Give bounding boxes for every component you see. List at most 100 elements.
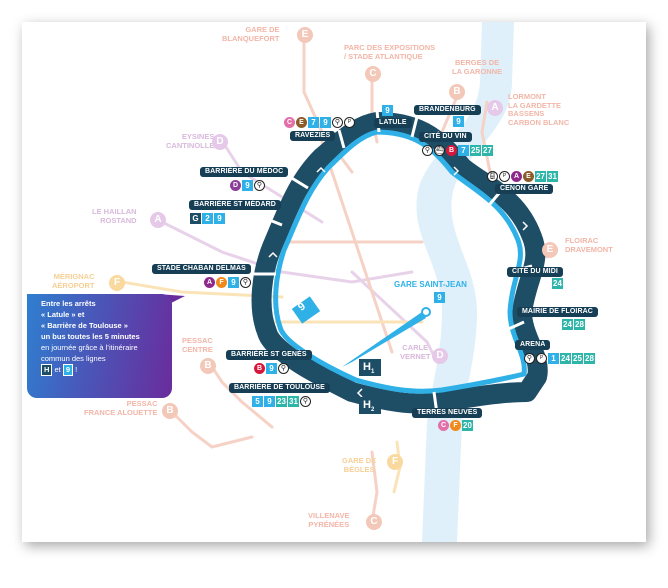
callout-line-2: « Latule » et (41, 310, 85, 319)
stop-latule[interactable]: LATULE (374, 118, 412, 128)
train-icon: 🚆︎ (487, 171, 498, 182)
terminus-gare-begles: GARE DE BÈGLES (342, 456, 377, 474)
bus-27-badge: 27 (482, 145, 493, 156)
stop-arena[interactable]: ARENA (515, 340, 551, 350)
info-callout: Entre les arrêts « Latule » et « Barrièr… (27, 294, 172, 398)
bus-25-badge: 25 (470, 145, 481, 156)
network-map: 9 H1 H2 GARE DE BLANQUEFORT E PARC DES E… (22, 22, 646, 542)
liane-5-badge: 5 (252, 396, 263, 407)
tram-c-south-terminus-icon: C (366, 514, 382, 530)
stop-barriere-st-genes[interactable]: BARRIÈRE ST GENÈS (226, 350, 312, 360)
tram-line-a-north (480, 100, 494, 184)
liane-9-badge: 9 (382, 105, 393, 116)
saint-jean-branch (342, 312, 426, 367)
bus-24-badge: 24 (560, 353, 571, 364)
tram-b-alouette-terminus-icon: B (162, 403, 178, 419)
tram-line-cross-2 (320, 140, 394, 354)
tram-d-terminus-icon: D (212, 134, 228, 150)
tram-f-south-terminus-icon: F (387, 454, 403, 470)
bike-icon: ⚲ (300, 396, 311, 407)
tram-g-badge: G (190, 213, 201, 224)
ring-outer-dark (251, 112, 548, 414)
stop-barriere-du-medoc[interactable]: BARRIÈRE DU MÉDOC (200, 167, 289, 177)
liane-9-badge: 9 (320, 117, 331, 128)
tram-a-badge: A (511, 171, 522, 182)
liane-9-badge: 9 (228, 277, 239, 288)
bus-24-badge: 24 (552, 278, 563, 289)
bike-icon: ⚲ (524, 353, 535, 364)
bike-icon: ⚲ (422, 145, 433, 156)
stop-cenon-gare[interactable]: CENON GARE (495, 184, 554, 194)
bus-31-badge: 31 (288, 396, 299, 407)
bus-31-badge: 31 (547, 171, 558, 182)
tram-line-a-west (160, 220, 414, 284)
liane-2-badge: 2 (202, 213, 213, 224)
tram-c-badge: C (284, 117, 295, 128)
callout-line-7: H et 9 ! (41, 364, 166, 376)
tram-b-badge: B (446, 145, 457, 156)
line-h-badge: H (41, 364, 53, 376)
stop-arena-connections: ⚲ P 1 24 25 28 (524, 353, 595, 364)
stop-barriere-du-medoc-connections: D 9 ⚲ (230, 180, 265, 191)
terminus-villenave: VILLENAVE PYRÉNÉES (308, 511, 350, 529)
tram-d-south-terminus-icon: D (432, 348, 448, 364)
stop-ravezies[interactable]: RAVEZIES (290, 131, 336, 141)
tram-f-terminus-icon: F (109, 275, 125, 291)
bike-icon: ⚲ (332, 117, 343, 128)
tram-a-terminus-icon: A (487, 100, 503, 116)
line-h2-label: H2 (363, 399, 375, 414)
stop-cite-du-midi[interactable]: CITÉ DU MIDI (507, 267, 563, 277)
stop-cenon-gare-connections: 🚆︎ P A E 27 31 (487, 171, 558, 182)
stop-ravezies-connections: C E 7 9 ⚲ P (284, 117, 355, 128)
line-9-ring-marker (291, 296, 321, 324)
stop-gare-saint-jean-connections: 9 (434, 292, 445, 303)
bus-28-badge: 28 (574, 319, 585, 330)
terminus-gare-blanquefort: GARE DE BLANQUEFORT (222, 25, 280, 43)
stop-brandenburg-connections: 9 (453, 116, 464, 127)
stop-brandenburg[interactable]: BRANDENBURG (414, 105, 481, 115)
line-h2-marker (359, 397, 381, 414)
stop-latule-connections: 9 (382, 105, 393, 116)
tram-a-badge: A (204, 277, 215, 288)
tram-c-terminus-icon: C (365, 66, 381, 82)
stop-mairie-de-floirac[interactable]: MAIRIE DE FLOIRAC (517, 307, 598, 317)
bus-24-badge: 24 (562, 319, 573, 330)
stop-gare-saint-jean[interactable]: GARE SAINT-JEAN (394, 280, 467, 289)
stop-terres-neuves[interactable]: TERRES NEUVES (412, 408, 483, 418)
line-h1-marker (359, 359, 381, 376)
park-and-ride-icon: P (499, 171, 510, 182)
callout-line-5: en journée grâce à l’itinéraire (41, 343, 138, 352)
stop-barriere-de-toulouse[interactable]: BARRIÈRE DE TOULOUSE (229, 383, 330, 393)
stop-cite-du-midi-connections: 24 (552, 278, 563, 289)
liane-9-badge: 9 (453, 116, 464, 127)
bike-icon: ⚲ (254, 180, 265, 191)
callout-line-6: commun des lignes (41, 354, 106, 363)
stop-stade-chaban-delmas-connections: A F 9 ⚲ (204, 277, 251, 288)
bike-icon: ⚲ (240, 277, 251, 288)
tram-e-badge: E (296, 117, 307, 128)
callout-line-3: « Barrière de Toulouse » (41, 321, 128, 330)
ring-inner-light (273, 129, 527, 394)
tram-b-pessac-terminus-icon: B (200, 358, 216, 374)
bus-28-badge: 28 (584, 353, 595, 364)
tram-d-badge: D (230, 180, 241, 191)
terminus-merignac: MÉRIGNAC AÉROPORT (52, 272, 95, 290)
bus-23-badge: 23 (276, 396, 287, 407)
stop-barriere-st-medard-connections: G 2 9 (190, 213, 225, 224)
tram-f-badge: F (216, 277, 227, 288)
callout-and: et (54, 365, 61, 374)
terminus-carle-vernet: CARLE VERNET (400, 343, 431, 361)
stop-barriere-de-toulouse-connections: 5 9 23 31 ⚲ (252, 396, 311, 407)
tram-e-terminus-icon: E (297, 27, 313, 43)
stop-stade-chaban-delmas[interactable]: STADE CHABAN DELMAS (152, 264, 251, 274)
stop-mairie-de-floirac-connections: 24 28 (562, 319, 585, 330)
tram-line-c-south (370, 450, 379, 524)
terminus-parc-expositions: PARC DES EXPOSITIONS / STADE ATLANTIQUE (344, 43, 436, 61)
park-and-ride-icon: P (536, 353, 547, 364)
stop-cite-du-vin[interactable]: CITÉ DU VIN (419, 132, 472, 142)
stop-barriere-st-medard[interactable]: BARRIÈRE ST MÉDARD (189, 200, 281, 210)
tram-b-terminus-icon: B (449, 84, 465, 100)
bus-27-badge: 27 (535, 171, 546, 182)
bus-25-badge: 25 (572, 353, 583, 364)
stop-cite-du-vin-connections: ⚲ ⛴ B 7 25 27 (422, 145, 493, 156)
